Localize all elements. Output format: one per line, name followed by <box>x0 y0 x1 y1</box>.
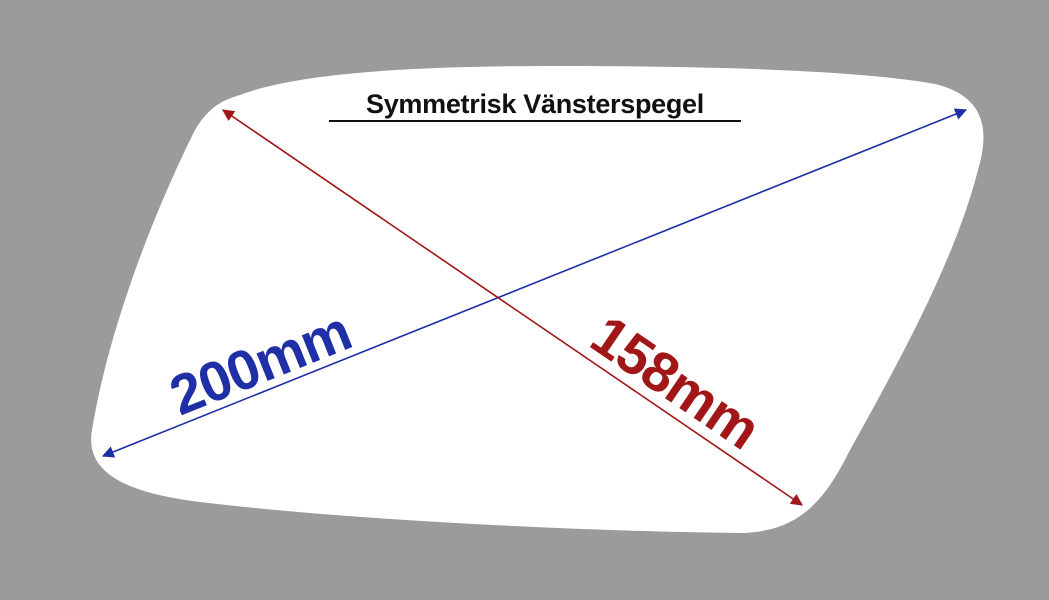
diagram-title: Symmetrisk Vänsterspegel <box>366 89 704 119</box>
dimension-line-red <box>222 109 803 506</box>
mirror-shape <box>91 66 984 533</box>
